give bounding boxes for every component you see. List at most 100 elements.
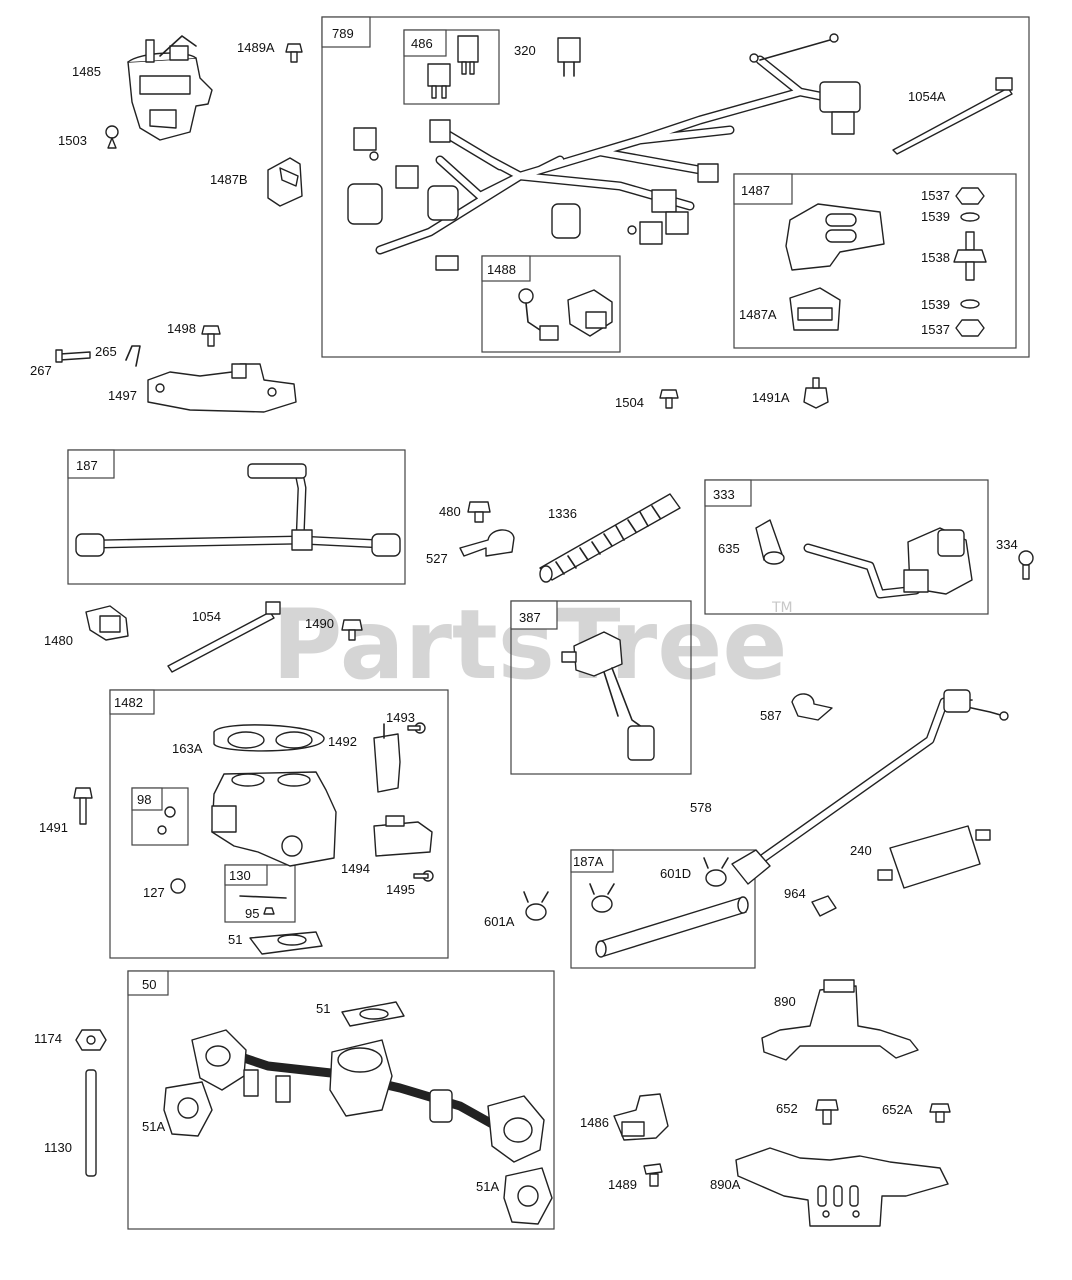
fuel-filter-240 [877,825,991,889]
box-333-label: 333 [713,487,735,502]
label-1490[interactable]: 1490 [305,616,334,631]
label-1503[interactable]: 1503 [58,133,87,148]
label-587[interactable]: 587 [760,708,782,723]
stud-1538 [953,231,987,281]
label-964[interactable]: 964 [784,886,806,901]
insulator-1487a [789,287,841,331]
label-51-throttle[interactable]: 51 [228,932,242,947]
label-163a[interactable]: 163A [172,741,203,756]
clip-587 [791,693,833,721]
box-1488 [481,255,621,353]
label-1504[interactable]: 1504 [615,395,644,410]
label-890[interactable]: 890 [774,994,796,1009]
gasket-51a-left [163,1081,213,1137]
box-333-tag [704,479,752,507]
label-265[interactable]: 265 [95,344,117,359]
box-1487-label: 1487 [741,183,770,198]
label-1493[interactable]: 1493 [386,710,415,725]
box-50 [127,970,555,1230]
clamp-527 [459,529,515,557]
label-1539-top[interactable]: 1539 [921,209,950,224]
cable-tie-1054a [892,77,1013,155]
label-95[interactable]: 95 [245,906,259,921]
label-1497[interactable]: 1497 [108,388,137,403]
box-130-tag [224,864,268,886]
bolt-1504 [659,389,679,409]
label-1489a[interactable]: 1489A [237,40,275,55]
bracket-890 [761,979,919,1061]
label-480[interactable]: 480 [439,504,461,519]
part-drawings [55,33,1034,1227]
box-187 [67,449,406,585]
label-320[interactable]: 320 [514,43,536,58]
label-1487b[interactable]: 1487B [210,172,248,187]
hose-1336 [539,493,681,583]
label-1487a[interactable]: 1487A [739,307,777,322]
sensor-1486 [613,1093,669,1141]
label-601d[interactable]: 601D [660,866,691,881]
label-1491[interactable]: 1491 [39,820,68,835]
box-1488-tag [481,255,531,282]
label-1489[interactable]: 1489 [608,1177,637,1192]
watermark-trademark: TM [771,600,793,616]
fuses-486 [427,35,479,99]
box-187A-tag [570,849,614,873]
label-127[interactable]: 127 [143,885,165,900]
label-652a[interactable]: 652A [882,1102,913,1117]
bracket-1497 [147,363,297,413]
bolt-1491 [73,787,93,825]
screw-1495 [413,870,434,882]
label-1485[interactable]: 1485 [72,64,101,79]
box-98-tag [131,787,163,811]
label-635[interactable]: 635 [718,541,740,556]
box-187A-label: 187A [573,854,604,869]
label-267[interactable]: 267 [30,363,52,378]
label-51-manifold[interactable]: 51 [316,1001,330,1016]
label-1491a[interactable]: 1491A [752,390,790,405]
label-1495[interactable]: 1495 [386,882,415,897]
box-130-label: 130 [229,868,251,883]
label-1486[interactable]: 1486 [580,1115,609,1130]
label-1480[interactable]: 1480 [44,633,73,648]
box-187-label: 187 [76,458,98,473]
sensor-333 [803,527,973,599]
label-652[interactable]: 652 [776,1101,798,1116]
clamp-601d [703,857,729,887]
label-890a[interactable]: 890A [710,1177,741,1192]
label-1494[interactable]: 1494 [341,861,370,876]
label-240[interactable]: 240 [850,843,872,858]
label-51a-left[interactable]: 51A [142,1119,165,1134]
box-486-label: 486 [411,36,433,51]
kit-130-parts [239,895,287,915]
label-1174[interactable]: 1174 [34,1031,62,1046]
label-1538[interactable]: 1538 [921,250,950,265]
screw-1493 [407,722,426,734]
pump-387 [561,631,655,761]
label-1130[interactable]: 1130 [44,1140,72,1155]
clamp-601d-b [589,883,615,913]
harness-578 [731,689,1009,885]
label-1054a[interactable]: 1054A [908,89,946,104]
group-boxes: 789 486 1487 1488 187 333 387 1482 98 13… [67,16,1030,1230]
label-1498[interactable]: 1498 [167,321,196,336]
label-1539-bottom[interactable]: 1539 [921,297,950,312]
label-51a-right[interactable]: 51A [476,1179,499,1194]
label-578[interactable]: 578 [690,800,712,815]
label-334[interactable]: 334 [996,537,1018,552]
label-1537-bottom[interactable]: 1537 [921,322,950,337]
bolt-1498 [201,325,221,347]
label-527[interactable]: 527 [426,551,448,566]
box-1487-tag [733,173,793,205]
bolt-1491a [803,377,829,409]
label-1492[interactable]: 1492 [328,734,357,749]
label-1336[interactable]: 1336 [548,506,577,521]
bolt-480 [467,501,491,523]
fuel-pump-module [127,35,213,141]
label-1537-top[interactable]: 1537 [921,188,950,203]
box-1482-label: 1482 [114,695,143,710]
box-1482-tag [109,689,155,715]
label-1054[interactable]: 1054 [192,609,221,624]
label-601a[interactable]: 601A [484,914,515,929]
box-387 [510,600,692,775]
